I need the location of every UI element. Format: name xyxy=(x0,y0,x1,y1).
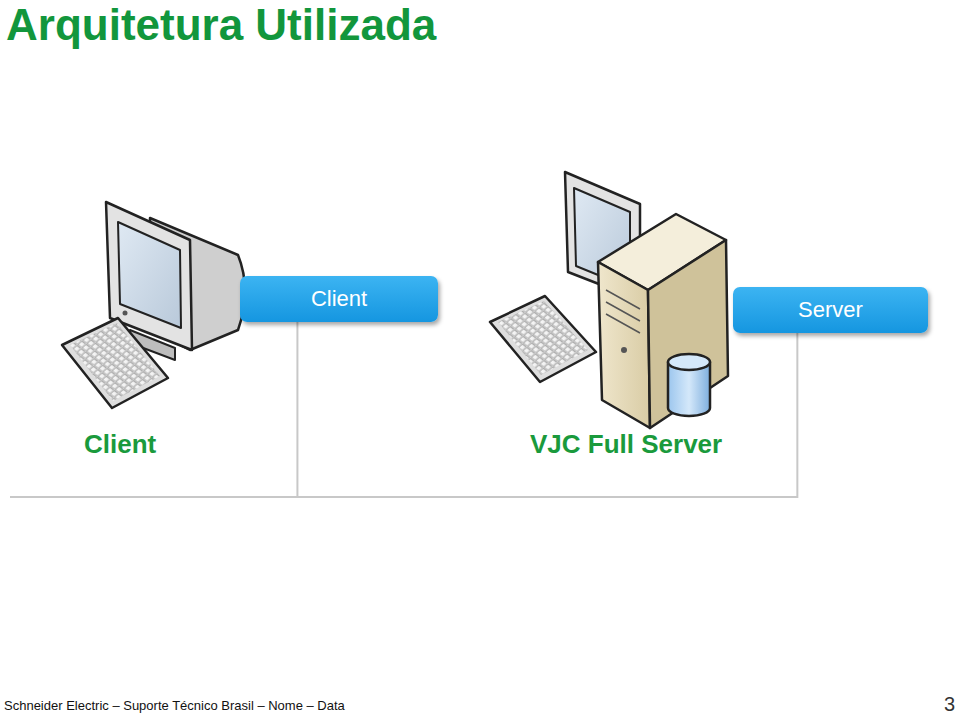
client-computer xyxy=(62,202,245,408)
role-box: Server xyxy=(733,287,928,333)
box-label: Client xyxy=(301,287,377,311)
footer-text: Schneider Electric – Suporte Técnico Bra… xyxy=(4,698,345,714)
client-label: Client xyxy=(84,430,156,459)
server-label: VJC Full Server xyxy=(530,430,722,459)
server-computer xyxy=(490,172,728,428)
connector-line xyxy=(297,322,797,497)
box-label: Server xyxy=(788,298,873,322)
divider-line xyxy=(10,496,298,498)
page-number: 3 xyxy=(944,694,955,714)
role-box: Client xyxy=(240,276,438,322)
slide-title: Arquitetura Utilizada xyxy=(6,3,436,47)
